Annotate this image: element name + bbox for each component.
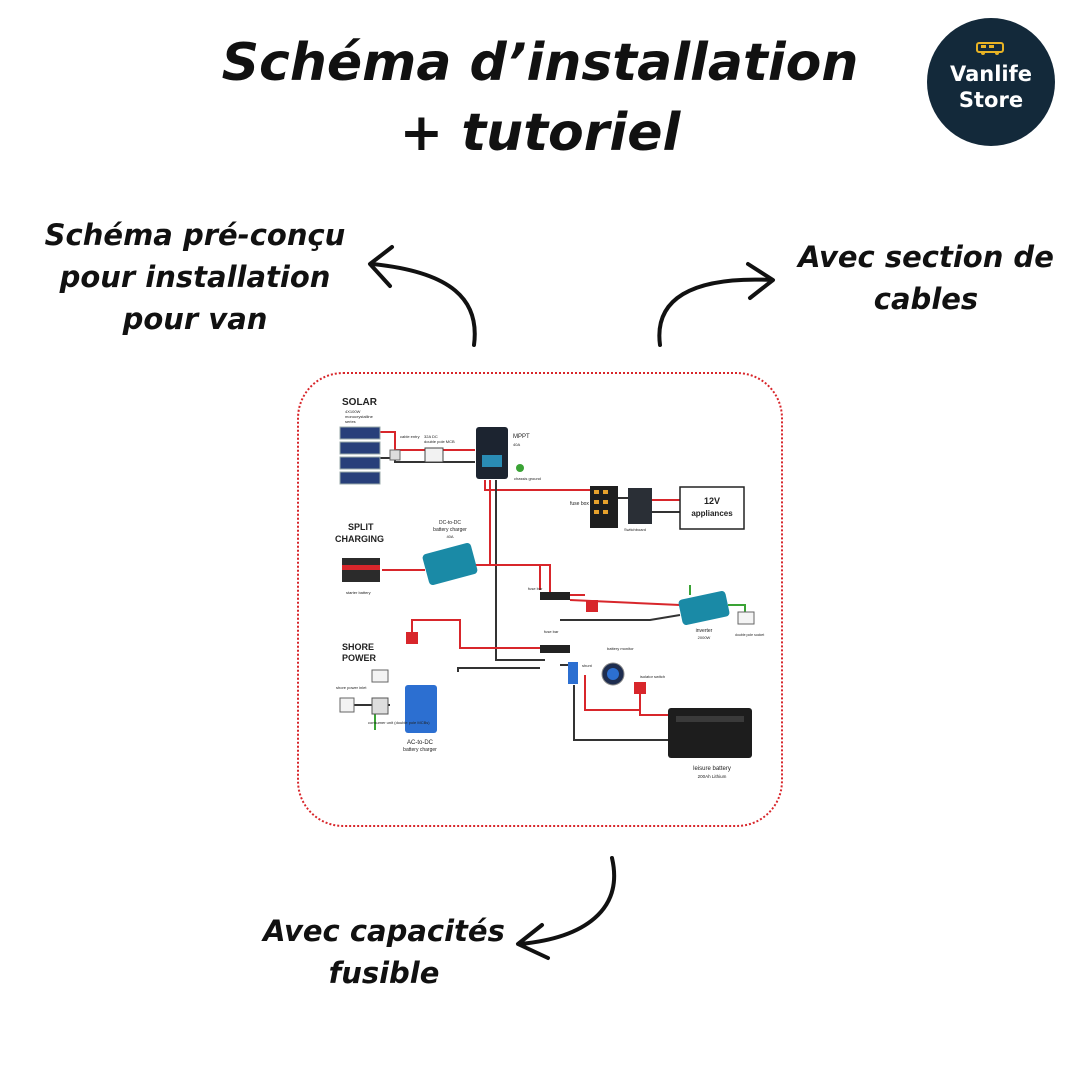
isolator-label: isolator switch xyxy=(640,674,665,679)
solar-panels xyxy=(339,426,381,485)
fusebox-label: fuse box xyxy=(570,501,589,507)
busbar-2-label: fuse bar xyxy=(544,629,559,634)
dcdc-charger xyxy=(422,542,478,586)
consumer-unit xyxy=(371,697,389,715)
shore-title-2: POWER xyxy=(342,653,377,663)
badge-line-2: Store xyxy=(958,88,1024,112)
dcdc-line-1: DC-to-DC xyxy=(439,520,461,526)
mcb-label-2: double pole MCB xyxy=(424,439,455,444)
ac-line-2: battery charger xyxy=(403,747,437,753)
split-title-2: CHARGING xyxy=(335,534,384,544)
appliances-box xyxy=(679,486,745,530)
wire-mppt-fuse xyxy=(484,480,590,491)
switchboard xyxy=(628,488,652,524)
wire-mppt-down xyxy=(489,480,541,590)
wire-mppt-neg xyxy=(495,480,545,661)
callout-bottom-line-1: Avec capacités xyxy=(263,914,505,948)
shore-title-1: SHORE xyxy=(342,642,374,652)
brand-logo-badge: Vanlife Store xyxy=(927,18,1055,146)
busbar-1-label: fuse bar xyxy=(528,586,543,591)
isolator-switch-1 xyxy=(406,632,418,644)
shunt xyxy=(568,662,578,684)
shunt-label: shunt xyxy=(582,663,593,668)
ac-line-1: AC-to-DC xyxy=(407,740,434,746)
split-title-1: SPLIT xyxy=(348,522,374,532)
callout-left-line-1: Schéma pré-conçu xyxy=(44,218,346,252)
cable-entry-label: cable entry xyxy=(400,434,420,439)
leisure-battery xyxy=(668,708,752,758)
diagram-frame xyxy=(297,372,783,827)
dcdc-line-2: battery charger xyxy=(433,527,467,533)
ground-icon-mppt xyxy=(516,464,524,472)
title-line-2: + tutoriel xyxy=(399,103,681,163)
monitor-label: battery monitor xyxy=(607,646,634,651)
busbar-2 xyxy=(540,645,570,653)
isolator-switch-2 xyxy=(586,600,598,612)
solar-sub2: monocrystalline xyxy=(345,414,374,419)
ac-charger xyxy=(405,685,437,733)
wire-inverter-neg xyxy=(560,614,681,621)
leisure-line-2: 200Ah Lithium xyxy=(698,774,727,779)
appliances-line-2: appliances xyxy=(691,509,733,518)
solar-mcb xyxy=(424,447,444,463)
callout-bottom: Avec capacités fusible xyxy=(254,910,514,994)
ground-label: chassis ground xyxy=(514,476,541,481)
wire-shore-neg xyxy=(457,667,540,672)
wire-batt-pos xyxy=(584,675,640,711)
callout-right-line-2: cables xyxy=(873,282,979,316)
wire-isolator-batt xyxy=(639,690,668,716)
inverter-unit xyxy=(678,591,730,625)
dcdc-line-3: 40A xyxy=(446,534,453,539)
leisure-line-1: leisure battery xyxy=(693,766,731,772)
callout-left-line-2: pour installation xyxy=(59,260,331,294)
badge-line-1: Vanlife xyxy=(949,62,1032,86)
callout-right-line-1: Avec section de xyxy=(798,240,1054,274)
solar-title: SOLAR xyxy=(342,397,378,408)
solar-sub3: series xyxy=(345,419,356,424)
consumer-label: consumer unit (double pole MCBs) xyxy=(368,720,430,725)
switchboard-label: Switchboard xyxy=(624,527,646,532)
double-pole-socket xyxy=(737,611,755,625)
socket-label: double pole socket xyxy=(735,633,764,637)
callout-right: Avec section de cables xyxy=(796,236,1056,320)
campervan-icon xyxy=(975,40,1007,60)
isolator-switch-3 xyxy=(634,682,646,694)
page-title: Schéma d’installation + tutoriel xyxy=(0,28,1080,168)
shore-inlet-label: shore power inlet xyxy=(336,685,367,690)
busbar-1 xyxy=(540,592,570,600)
solar-sub1: 4X100W xyxy=(345,409,361,414)
inverter-line-2: 2000W xyxy=(698,635,711,640)
appliances-line-1: 12V xyxy=(704,496,720,506)
wire-shunt-batt-neg xyxy=(573,685,670,741)
mcb-label-1: 32A DC xyxy=(424,434,438,439)
mppt-sub: 40A xyxy=(513,442,520,447)
mppt-controller xyxy=(476,427,508,479)
shore-inlet xyxy=(339,697,355,713)
cable-entry xyxy=(389,449,401,461)
callout-left-line-3: pour van xyxy=(122,302,268,336)
callout-bottom-line-2: fusible xyxy=(328,956,440,990)
shore-socket xyxy=(371,669,389,683)
callout-left: Schéma pré-conçu pour installation pour … xyxy=(40,214,350,340)
wire-shore-pos xyxy=(411,619,540,649)
inverter-line-1: inverter xyxy=(696,628,713,634)
mppt-title: MPPT xyxy=(513,434,530,440)
starter-label: starter battery xyxy=(346,590,371,595)
title-line-1: Schéma d’installation xyxy=(221,33,859,93)
